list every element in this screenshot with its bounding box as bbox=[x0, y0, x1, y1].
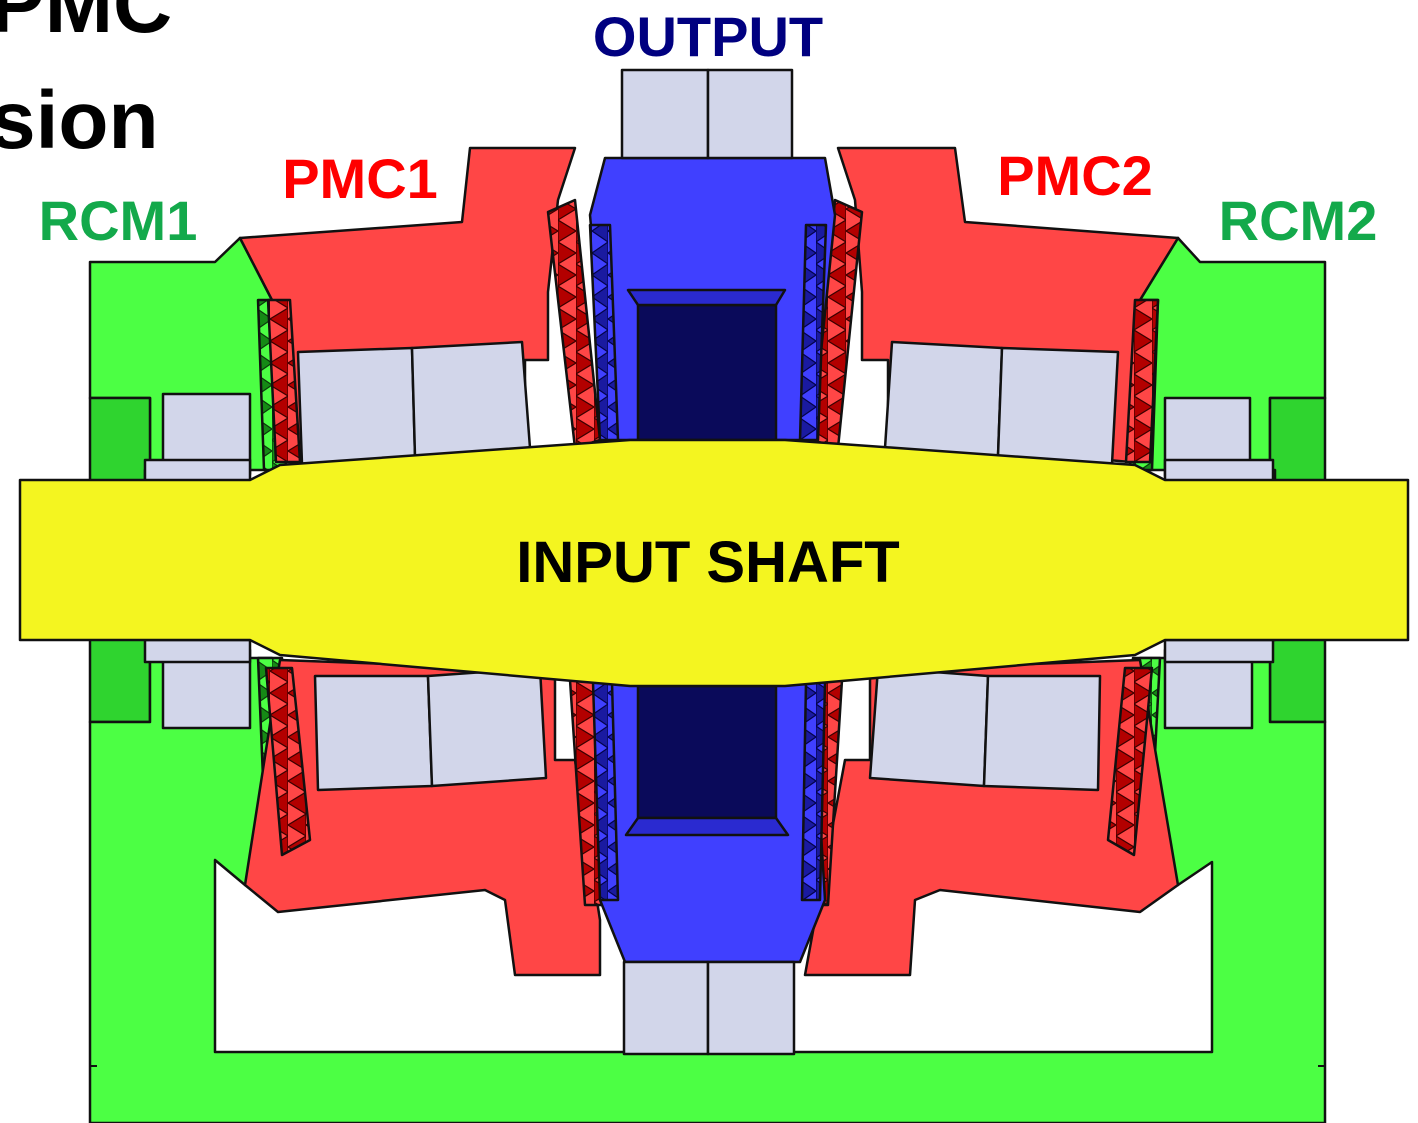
pmc1-label: PMC1 bbox=[282, 147, 438, 210]
title-line-1: PMC bbox=[0, 0, 172, 50]
output-top-bearing-left bbox=[620, 68, 710, 160]
rcm2-lower-spacer bbox=[1163, 638, 1275, 664]
rcm1-upper-spacer bbox=[143, 458, 252, 484]
pmc2-upper-bearing-right bbox=[996, 346, 1120, 466]
rcm1-label: RCM1 bbox=[39, 189, 198, 252]
rcm2-label: RCM2 bbox=[1219, 189, 1378, 252]
pmc1-upper-bearing-left bbox=[296, 346, 417, 466]
output-bottom-bearing-right bbox=[706, 960, 796, 1056]
pmc2-upper-bearing-left bbox=[883, 340, 1004, 458]
output-teeth bbox=[588, 223, 828, 902]
pmc1-teeth bbox=[264, 198, 612, 907]
rcm1-lower-spacer bbox=[143, 638, 252, 664]
output-label: OUTPUT bbox=[593, 5, 823, 68]
input-shaft bbox=[18, 438, 1410, 688]
pmc2-lower-bearing-right bbox=[982, 674, 1102, 792]
pmc1-lower-bearing-left bbox=[313, 674, 434, 792]
output-bottom-bearing-left bbox=[622, 960, 710, 1056]
output-body bbox=[588, 156, 837, 964]
output-top-bearing-right bbox=[706, 68, 794, 160]
title-line-2: sion bbox=[0, 75, 159, 166]
rcm2-upper-spacer bbox=[1163, 458, 1275, 484]
pmc1-lower-bearing-right bbox=[426, 666, 548, 788]
pmc2-label: PMC2 bbox=[997, 144, 1153, 207]
pmc1-upper-bearing-right bbox=[410, 340, 532, 458]
pmc2-lower-bearing-left bbox=[868, 666, 990, 788]
bearings bbox=[143, 68, 1275, 1056]
input-shaft-label: INPUT SHAFT bbox=[516, 530, 899, 595]
